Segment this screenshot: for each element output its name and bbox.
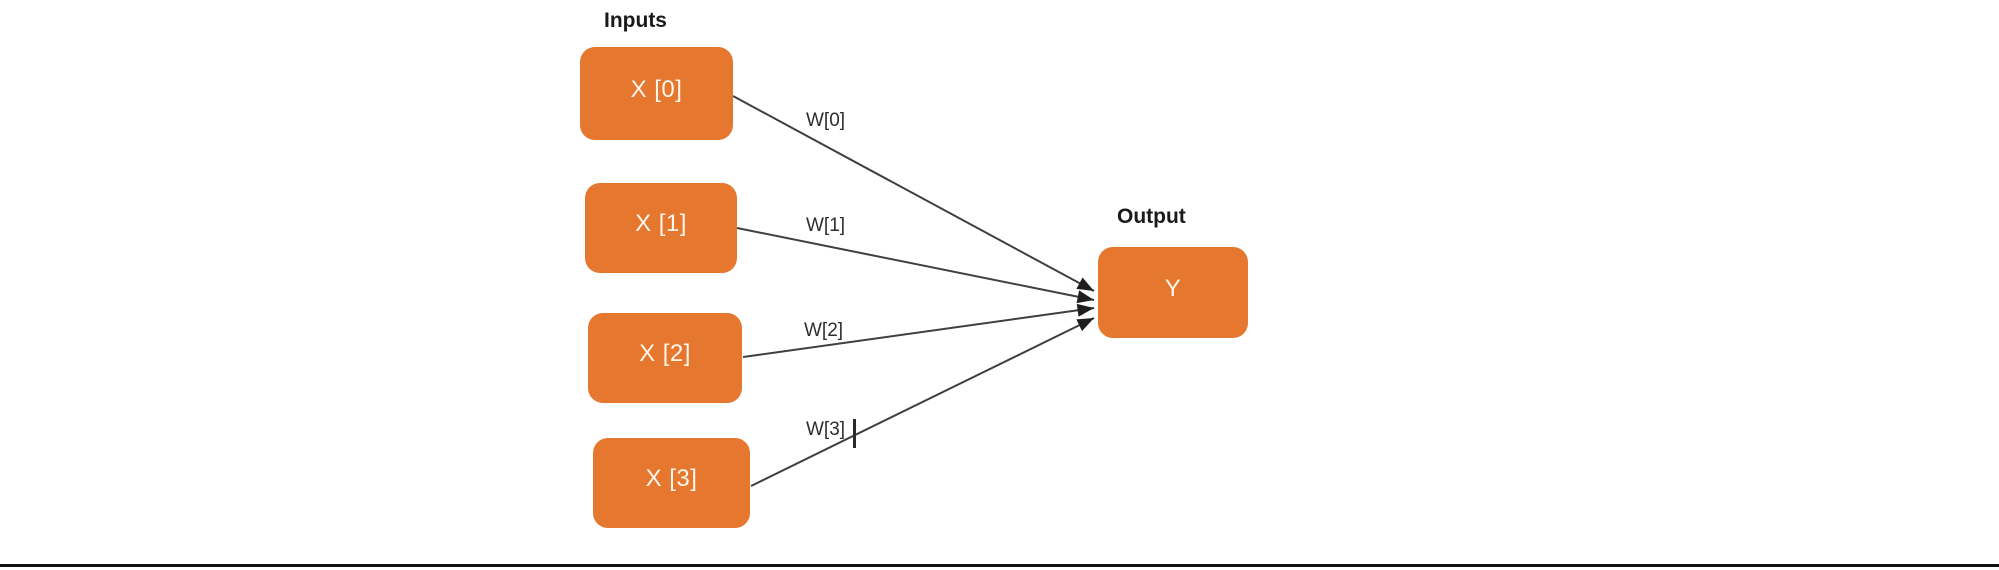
edge-x1-to-y (736, 227, 1095, 304)
input-node-x2: X [2] (588, 313, 742, 403)
output-node-y: Y (1098, 247, 1248, 338)
input-node-x1: X [1] (585, 183, 737, 273)
input-node-x2-label: X [2] (639, 340, 691, 367)
bottom-divider (0, 564, 1999, 567)
edge-x2-to-y (742, 303, 1095, 358)
input-node-x0: X [0] (580, 47, 733, 140)
input-node-x1-label: X [1] (635, 210, 687, 237)
weight-label-w3: W[3] (806, 419, 846, 440)
weight-label-w2: W[2] (804, 320, 844, 341)
input-node-x3-label: X [3] (645, 465, 698, 492)
output-node-y-label: Y (1164, 274, 1182, 302)
edge-x3-to-y (750, 317, 1095, 487)
input-node-x0-label: X [0] (630, 75, 683, 103)
weight-label-w0: W[0] (806, 110, 846, 131)
edge-x0-to-y (732, 95, 1095, 292)
input-node-x3: X [3] (593, 438, 750, 528)
output-title: Output (1117, 205, 1186, 228)
inputs-title: Inputs (604, 9, 667, 32)
weight-label-w1: W[1] (806, 215, 846, 236)
text-caret (853, 419, 856, 448)
